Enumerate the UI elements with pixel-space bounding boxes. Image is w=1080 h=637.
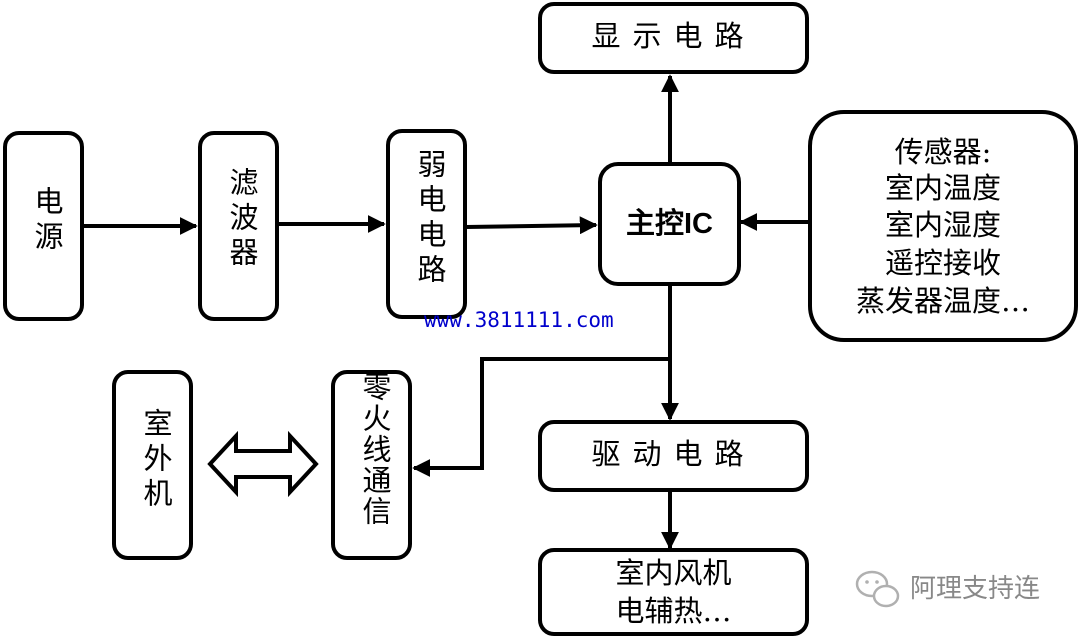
sensors-title: 传感器: [894, 135, 992, 169]
filter-label: 滤波器 [225, 167, 259, 272]
sensor-item: 室内温度 [884, 171, 1001, 205]
arrow-weak-to-ic [465, 216, 598, 235]
display-label: 显示电路 [591, 19, 756, 53]
output-item: 电辅热… [615, 594, 732, 628]
main-ic-box [598, 162, 741, 286]
outdoor-unit-box [112, 370, 193, 560]
sensors-box [808, 110, 1078, 342]
neutral-comm-box [331, 370, 412, 560]
power-box [3, 131, 84, 321]
driver-label: 驱动电路 [591, 437, 756, 471]
weak-circuit-label: 弱电电路 [413, 149, 447, 289]
driver-box [538, 420, 809, 492]
sensor-item: 室内湿度 [884, 208, 1001, 242]
display-box [538, 2, 809, 74]
main-ic-label: 主控IC [625, 208, 713, 240]
neutral-comm-label: 零火线通信 [358, 372, 392, 527]
outputs-box [538, 548, 809, 636]
outdoor-unit-label: 室外机 [139, 408, 173, 513]
weak-circuit-box [386, 129, 467, 319]
brand-name: 阿理支持连 [910, 574, 1041, 604]
output-item: 室内风机 [615, 556, 732, 590]
watermark-url: www.3811111.com [424, 308, 614, 332]
sensor-item: 蒸发器温度… [855, 284, 1030, 318]
arrow-ic-to-comm [412, 357, 670, 477]
filter-box [198, 131, 279, 321]
sensor-item: 遥控接收 [884, 246, 1001, 280]
double-arrow-outdoor-comm [207, 430, 319, 498]
chat-bubble-icon [855, 570, 900, 608]
power-label: 电源 [30, 186, 64, 256]
